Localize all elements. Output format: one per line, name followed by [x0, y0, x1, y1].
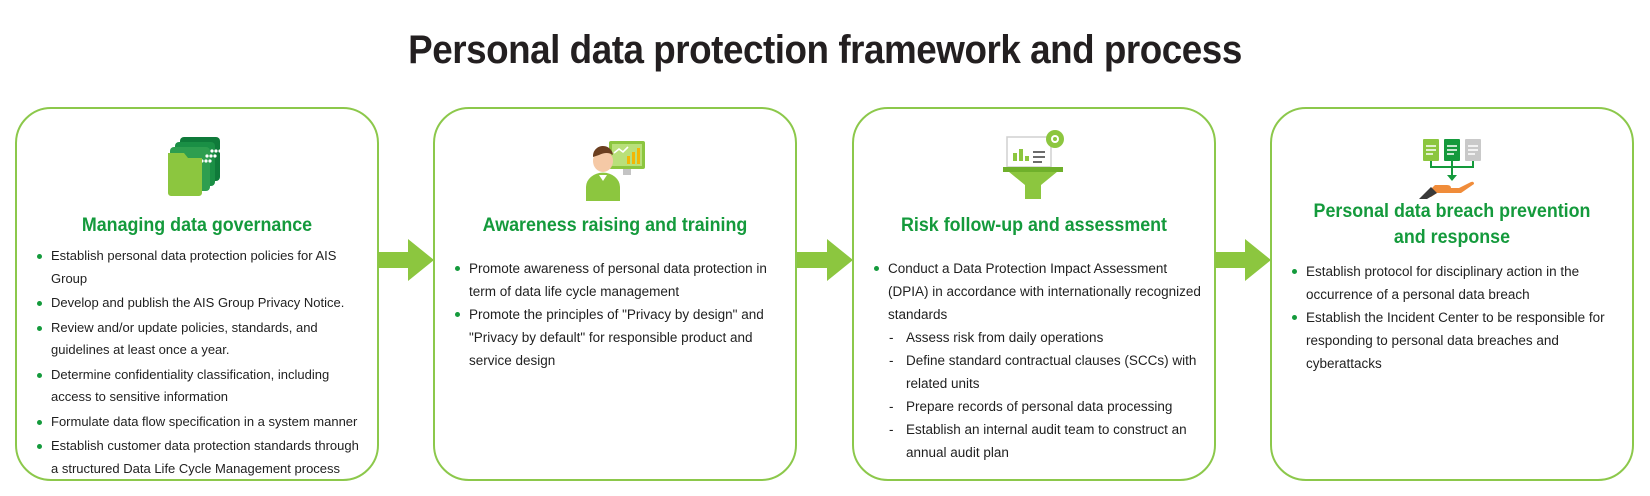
card-list: Conduct a Data Protection Impact Assessm… [870, 257, 1206, 464]
folder-stack-icon [166, 135, 228, 202]
card-awareness-raising-and-training: Awareness raising and training Promote a… [433, 107, 797, 481]
card-title: Risk follow-up and assessment [901, 215, 1167, 236]
page-title: Personal data protection framework and p… [408, 28, 1242, 72]
card-risk-follow-up-and-assessment: Risk follow-up and assessment Conduct a … [852, 107, 1216, 481]
arrow-right-icon [1215, 239, 1271, 281]
documents-hand-icon [1417, 137, 1487, 204]
list-item: Promote awareness of personal data prote… [451, 257, 787, 303]
list-item: Promote the principles of "Privacy by de… [451, 303, 787, 372]
funnel-report-icon [1001, 129, 1067, 206]
list-subitem: Establish an internal audit team to cons… [870, 418, 1206, 464]
list-item: Establish the Incident Center to be resp… [1288, 306, 1624, 375]
card-title: Personal data breach prevention and resp… [1292, 199, 1612, 251]
list-subitem: Prepare records of personal data process… [870, 395, 1206, 418]
card-list: Establish personal data protection polic… [33, 245, 369, 482]
list-item: Determine confidentiality classification… [33, 364, 369, 409]
card-list: Establish protocol for disciplinary acti… [1288, 260, 1624, 375]
card-title: Managing data governance [81, 215, 313, 236]
arrow-right-icon [797, 239, 853, 281]
list-subitem: Assess risk from daily operations [870, 326, 1206, 349]
list-item: Develop and publish the AIS Group Privac… [33, 292, 369, 315]
card-managing-data-governance: Managing data governance Establish perso… [15, 107, 379, 481]
presenter-dashboard-icon [583, 139, 647, 206]
card-personal-data-breach-prevention: Personal data breach prevention and resp… [1270, 107, 1634, 481]
list-item: Establish protocol for disciplinary acti… [1288, 260, 1624, 306]
card-title: Awareness raising and training [482, 215, 748, 236]
card-list: Promote awareness of personal data prote… [451, 257, 787, 372]
list-subitem: Define standard contractual clauses (SCC… [870, 349, 1206, 395]
card-title-line-2: and response [1393, 227, 1511, 248]
list-item: Establish customer data protection stand… [33, 435, 369, 480]
card-title-line-1: Personal data breach prevention [1313, 201, 1591, 222]
list-item: Conduct a Data Protection Impact Assessm… [870, 257, 1206, 326]
list-item: Establish personal data protection polic… [33, 245, 369, 290]
arrow-right-icon [378, 239, 434, 281]
list-item: Formulate data flow specification in a s… [33, 411, 369, 434]
list-item: Review and/or update policies, standards… [33, 317, 369, 362]
